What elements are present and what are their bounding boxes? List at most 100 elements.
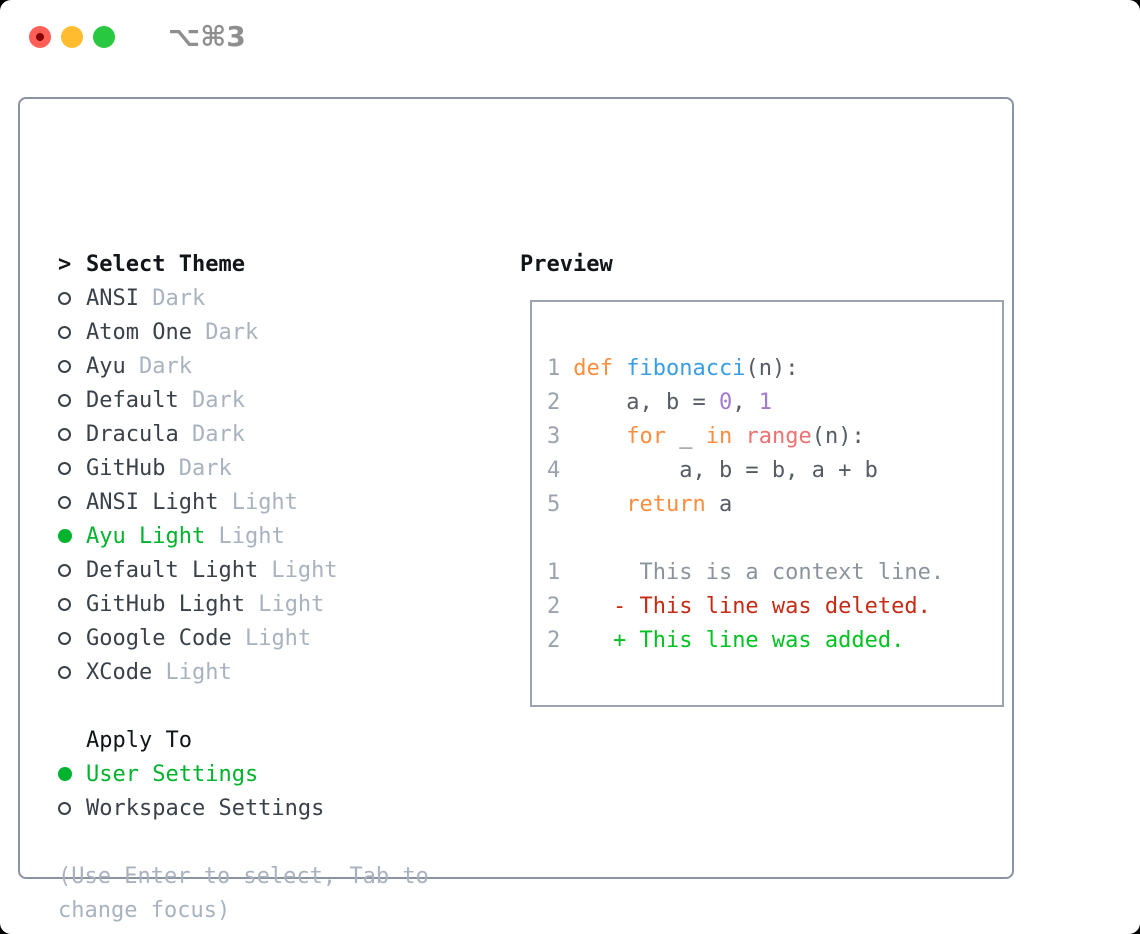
radio-dot bbox=[58, 359, 71, 373]
radio-unselected-icon bbox=[58, 597, 86, 611]
theme-option-xcode-light[interactable]: XCode Light bbox=[58, 655, 429, 689]
apply-option-workspace-settings[interactable]: Workspace Settings bbox=[58, 791, 429, 825]
preview-title: Preview bbox=[520, 251, 613, 277]
theme-option-github-dark[interactable]: GitHub Dark bbox=[58, 451, 429, 485]
line-number: 1 bbox=[547, 355, 561, 381]
radio-dot bbox=[58, 325, 71, 339]
radio-dot bbox=[58, 529, 72, 543]
apply-option-user-settings[interactable]: User Settings bbox=[58, 757, 429, 791]
titlebar: ⌥⌘3 bbox=[0, 0, 1140, 74]
theme-name-label: Ayu bbox=[86, 353, 126, 379]
radio-unselected-icon bbox=[58, 631, 86, 645]
hint-line: (Use Enter to select, Tab to bbox=[58, 859, 429, 893]
prompt-icon: > bbox=[58, 251, 72, 277]
theme-name-label: Atom One bbox=[86, 319, 192, 345]
theme-option-dracula-dark[interactable]: Dracula Dark bbox=[58, 417, 429, 451]
theme-variant-tag: Light bbox=[231, 625, 312, 651]
diff-text: + This line was added. bbox=[573, 627, 905, 653]
hint-text: change focus) bbox=[58, 897, 231, 923]
diff-text: - This line was deleted. bbox=[573, 593, 931, 619]
code-token-plain: a bbox=[705, 491, 733, 517]
code-token-function: fibonacci bbox=[626, 355, 746, 381]
close-button-dot bbox=[36, 33, 44, 41]
line-number: 5 bbox=[547, 491, 561, 517]
theme-name-label: Google Code bbox=[86, 625, 232, 651]
radio-unselected-icon bbox=[58, 801, 86, 815]
traffic-lights bbox=[29, 26, 115, 48]
code-token-keyword: for bbox=[626, 423, 666, 449]
code-line: 5 return a bbox=[547, 487, 944, 521]
theme-variant-tag: Dark bbox=[138, 285, 206, 311]
code-token-plain: , bbox=[732, 389, 759, 415]
theme-option-github-light-light[interactable]: GitHub Light Light bbox=[58, 587, 429, 621]
code-token-plain: (n): bbox=[811, 423, 865, 449]
radio-unselected-icon bbox=[58, 665, 86, 679]
radio-unselected-icon bbox=[58, 563, 86, 577]
theme-variant-tag: Light bbox=[244, 591, 325, 617]
close-button[interactable] bbox=[29, 26, 51, 48]
radio-selected-icon bbox=[58, 767, 86, 781]
apply-option-label: User Settings bbox=[86, 761, 259, 787]
theme-variant-tag: Dark bbox=[165, 455, 232, 481]
theme-name-label: XCode bbox=[86, 659, 153, 685]
line-number: 2 bbox=[547, 593, 561, 619]
radio-unselected-icon bbox=[58, 393, 86, 407]
radio-unselected-icon bbox=[58, 495, 86, 509]
minimize-button[interactable] bbox=[61, 26, 83, 48]
radio-dot bbox=[58, 631, 71, 645]
theme-variant-tag: Light bbox=[205, 523, 285, 549]
zoom-button[interactable] bbox=[93, 26, 115, 48]
code-token-keyword: in bbox=[705, 423, 733, 449]
code-line: 3 for _ in range(n): bbox=[547, 419, 944, 453]
code-token-plain bbox=[613, 356, 626, 381]
theme-option-google-code-light[interactable]: Google Code Light bbox=[58, 621, 429, 655]
theme-variant-tag: Light bbox=[152, 659, 232, 685]
apply-option-label: Workspace Settings bbox=[86, 795, 325, 821]
theme-option-ansi-light-light[interactable]: ANSI Light Light bbox=[58, 485, 429, 519]
code-token-plain bbox=[732, 424, 745, 449]
hint-text: (Use Enter to select, Tab to bbox=[58, 863, 429, 889]
theme-option-default-dark[interactable]: Default Dark bbox=[58, 383, 429, 417]
theme-option-ayu-dark[interactable]: Ayu Dark bbox=[58, 349, 429, 383]
window-shortcut-label: ⌥⌘3 bbox=[168, 20, 246, 53]
code-token-plain: a, b = bbox=[573, 389, 719, 415]
theme-name-label: ANSI Light bbox=[86, 489, 219, 515]
radio-unselected-icon bbox=[58, 359, 86, 373]
code-line: 4 a, b = b, a + b bbox=[547, 453, 944, 487]
line-number: 2 bbox=[547, 389, 561, 415]
hint-line: change focus) bbox=[58, 893, 429, 927]
radio-unselected-icon bbox=[58, 291, 86, 305]
diff-line-deleted: 2 - This line was deleted. bbox=[547, 589, 944, 623]
theme-option-ansi-dark[interactable]: ANSI Dark bbox=[58, 281, 429, 315]
diff-line-context: 1 This is a context line. bbox=[547, 555, 944, 589]
radio-unselected-icon bbox=[58, 427, 86, 441]
theme-variant-tag: Dark bbox=[178, 421, 245, 447]
code-token-call: range bbox=[745, 423, 812, 449]
radio-dot bbox=[58, 597, 71, 611]
spacer-row bbox=[547, 521, 944, 555]
line-number: 1 bbox=[547, 559, 561, 585]
radio-selected-icon bbox=[58, 529, 86, 543]
theme-option-default-light-light[interactable]: Default Light Light bbox=[58, 553, 429, 587]
code-token-number: 1 bbox=[758, 389, 772, 415]
spacer-row bbox=[58, 689, 429, 723]
code-token-plain: _ bbox=[665, 423, 706, 449]
radio-dot bbox=[58, 767, 72, 781]
code-token-plain bbox=[573, 424, 626, 449]
radio-dot bbox=[58, 563, 71, 577]
radio-dot bbox=[58, 495, 71, 509]
code-token-plain: (n): bbox=[745, 355, 799, 381]
radio-dot bbox=[58, 291, 71, 305]
theme-picker-header: >Select Theme bbox=[58, 247, 429, 281]
theme-variant-tag: Light bbox=[258, 557, 338, 583]
theme-name-label: Ayu Light bbox=[86, 523, 206, 549]
theme-option-ayu-light-light[interactable]: Ayu Light Light bbox=[58, 519, 429, 553]
line-number: 2 bbox=[547, 627, 561, 653]
theme-option-atom-one-dark[interactable]: Atom One Dark bbox=[58, 315, 429, 349]
